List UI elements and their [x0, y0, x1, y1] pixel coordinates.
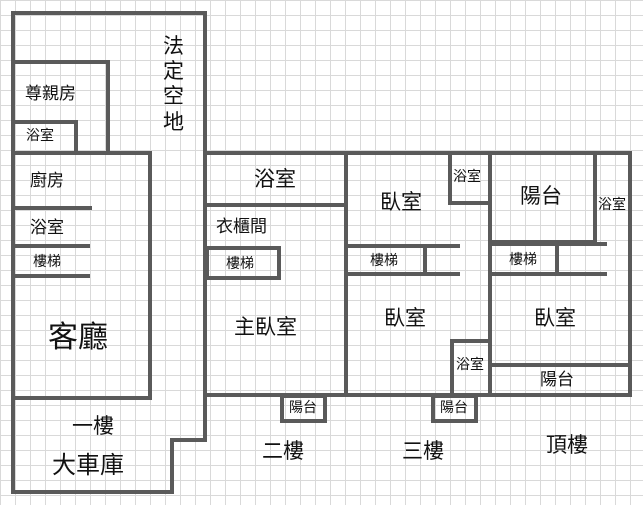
label-top-balcony-bottom: 陽台 — [540, 370, 574, 390]
floor1-outer-wall — [11, 11, 207, 494]
label-floor3-bedroom-top: 臥室 — [380, 190, 422, 214]
label-floor3-stairs: 樓梯 — [370, 253, 398, 269]
label-top-bedroom: 臥室 — [534, 306, 576, 330]
label-parent-room: 尊親房 — [25, 84, 76, 104]
label-living-room: 客廳 — [48, 320, 108, 355]
label-floor1-stairs: 樓梯 — [33, 254, 61, 270]
label-floor2: 二樓 — [262, 439, 304, 463]
label-parent-bath: 浴室 — [26, 128, 54, 144]
label-floor3-balcony: 陽台 — [440, 400, 468, 416]
floor3-balcony-box — [431, 394, 478, 423]
label-floor2-balcony: 陽台 — [289, 400, 317, 416]
label-legal-open-space: 法定空地 — [163, 34, 184, 134]
label-top-bath: 浴室 — [598, 197, 626, 213]
label-floor2-stairs: 樓梯 — [226, 256, 254, 272]
label-walk-in-closet: 衣櫃間 — [216, 217, 267, 237]
label-floor1-bath: 浴室 — [30, 218, 64, 238]
label-top-balcony: 陽台 — [520, 184, 562, 208]
floor3-bath-bottom-wall — [450, 339, 492, 397]
label-floor3-bath-bottom: 浴室 — [456, 357, 484, 373]
floor2-balcony-box — [280, 394, 327, 423]
label-top-floor: 頂樓 — [546, 433, 588, 457]
label-master-bedroom: 主臥室 — [234, 315, 297, 339]
floor3-bath-top-wall — [448, 151, 492, 205]
floor2-stairs-box — [205, 246, 281, 280]
label-floor3-bath-top: 浴室 — [453, 169, 481, 185]
label-top-stairs: 樓梯 — [509, 252, 537, 268]
label-floor3-bedroom-bottom: 臥室 — [384, 306, 426, 330]
label-floor3: 三樓 — [402, 439, 444, 463]
label-floor1: 一樓 — [72, 414, 114, 438]
label-kitchen: 廚房 — [30, 171, 64, 191]
label-garage: 大車庫 — [52, 451, 124, 479]
label-floor2-bath: 浴室 — [254, 167, 296, 191]
top-floor-outer-wall — [488, 151, 632, 397]
